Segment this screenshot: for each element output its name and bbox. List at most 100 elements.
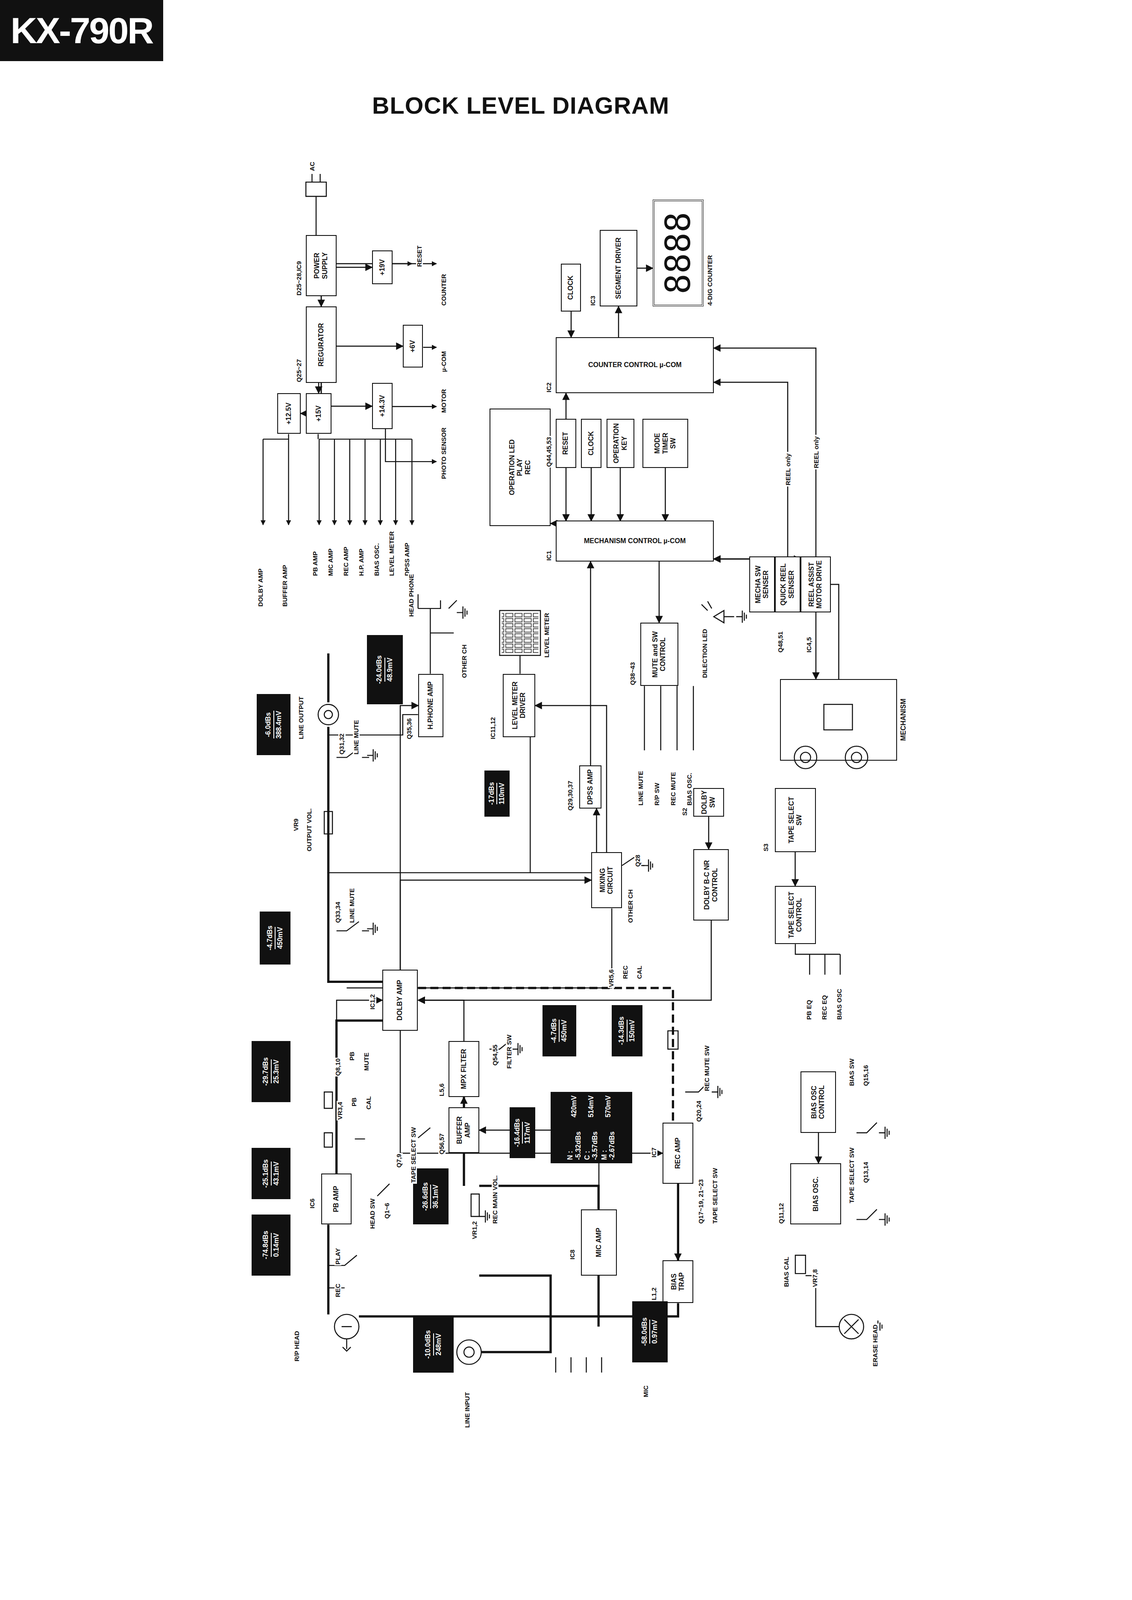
schematic-path (418, 987, 674, 1123)
node-text: REEL ASSIST (807, 562, 816, 607)
part-label: Q15,16 (862, 1063, 870, 1087)
part-label: HEAD PHONE (407, 572, 416, 618)
part-label: CAL (365, 1094, 373, 1110)
node-text: 150mV (626, 1019, 637, 1042)
schematic-circle (851, 751, 862, 763)
node-text: MPX FILTER (460, 1048, 468, 1089)
block-box: CLOCK (580, 418, 602, 468)
node-text: -25.1dBs (261, 1158, 270, 1188)
part-label: TAPE SELECT SW (848, 1146, 856, 1204)
part-label: MUTE (363, 1051, 371, 1072)
part-label: Q1~6 (383, 1201, 391, 1220)
block-box: SEGMENT DRIVER (599, 229, 638, 307)
schematic-rect (501, 612, 539, 653)
node-text: 0.14mV (270, 1232, 281, 1257)
node-text: -74.8dBs (261, 1230, 270, 1259)
schematic-path (364, 439, 366, 525)
part-label: S3 (762, 842, 770, 852)
signal-connector (818, 1132, 820, 1163)
node-text: +14.3V (378, 394, 387, 417)
node-text: -17dBs (487, 781, 496, 805)
part-label: LINE INPUT (463, 1390, 472, 1429)
schematic-path (336, 747, 645, 931)
node-text: BIAS OSC CONTROL (810, 1074, 827, 1129)
part-label: R/P HEAD (293, 1329, 301, 1362)
block-box: H.PHONE AMP (418, 673, 444, 737)
node-text: 110mV (496, 782, 506, 805)
schematic-use (736, 610, 747, 623)
node-text: -10.0dBs (424, 1329, 432, 1359)
part-label: H.P. AMP (357, 547, 366, 577)
part-label: Q13,14 (862, 1160, 870, 1184)
schematic-path (701, 601, 734, 623)
part-label: OUTPUT VOL. (305, 807, 314, 853)
part-label: PB (350, 1096, 358, 1107)
level-value-box: -4.7dBs450mV (542, 1004, 577, 1056)
schematic-rect (499, 610, 541, 656)
part-label: BIAS OSC. (373, 542, 381, 577)
signal-connector (570, 311, 572, 338)
part-label: IC6 (308, 1196, 317, 1209)
block-box: LEVEL METER DRIVER (502, 673, 536, 737)
node-text: MOTOR DRIVE (815, 560, 824, 609)
part-label: S2 (681, 806, 689, 816)
node-text: 25.3mV (270, 1058, 281, 1083)
part-label: L5,6 (438, 1082, 446, 1097)
node-text: REC AMP (674, 1137, 682, 1169)
part-label: BIAS CAL (783, 1255, 791, 1288)
part-label: R/P SW (653, 781, 661, 807)
node-text: 450mV (558, 1019, 569, 1042)
schematic-path (411, 439, 413, 525)
schematic-use (711, 1085, 722, 1098)
schematic-use (511, 1042, 523, 1056)
node-text: 0.97mV (649, 1319, 659, 1344)
part-label: HEAD SW (369, 1197, 377, 1230)
node-text: M : -2.67dBs (600, 1121, 617, 1160)
node-text: -4.7dBs (550, 1017, 558, 1043)
part-label: VR9 (292, 817, 300, 832)
node-text: BIAS OSC. (812, 1175, 820, 1212)
block-box: BIAS OSC CONTROL (800, 1070, 837, 1132)
part-label: µ-COM (440, 350, 448, 373)
part-label: OTHER CH (627, 888, 635, 924)
node-text: 117mV (522, 1121, 532, 1144)
schematic-use (879, 1212, 890, 1226)
schematic-rect (824, 703, 853, 730)
node-text: -16.4dBs (513, 1117, 522, 1147)
node-text: DOLBY AMP (395, 979, 404, 1021)
part-label: Q25~27 (295, 358, 303, 384)
signal-connector (589, 561, 592, 766)
signal-connector (318, 382, 320, 393)
block-box: POWER SUPPLY (305, 234, 337, 297)
schematic-circle (456, 1339, 481, 1364)
level-value-box: -29.7dBs25.3mV (251, 1040, 291, 1102)
part-label: REC MAIN VOL. (491, 1173, 499, 1224)
schematic-path (795, 943, 841, 975)
block-box: +12.5V (277, 392, 301, 434)
node-text: MIC AMP (595, 1227, 603, 1257)
schematic-path (349, 439, 351, 525)
schematic-path (856, 1122, 877, 1220)
part-label: Q28 (634, 853, 642, 868)
diagram-title: BLOCK LEVEL DIAGRAM (372, 91, 670, 120)
schematic-path (287, 439, 289, 525)
part-label: D25~28,IC9 (295, 260, 303, 297)
node-text: REGURATOR (317, 322, 326, 367)
schematic-use (456, 606, 467, 619)
part-label: VR5,6 (607, 967, 616, 988)
schematic-path (305, 173, 327, 235)
node-text: H.PHONE AMP (426, 680, 435, 729)
part-label: OTHER CH (460, 643, 469, 679)
node-text: N : -5.32dBs (566, 1121, 583, 1160)
signal-connector (618, 306, 620, 338)
node-text: BIAS TRAP (670, 1263, 687, 1300)
node-text: +15V (314, 405, 323, 422)
block-box: BUFFER AMP (448, 1106, 480, 1153)
part-label: PB EQ (805, 998, 813, 1021)
mechanism-box: MECHANISM (780, 678, 898, 761)
signal-connector (535, 705, 607, 852)
schematic-circle (463, 1346, 475, 1357)
block-box: DOLBY SW (693, 787, 725, 817)
